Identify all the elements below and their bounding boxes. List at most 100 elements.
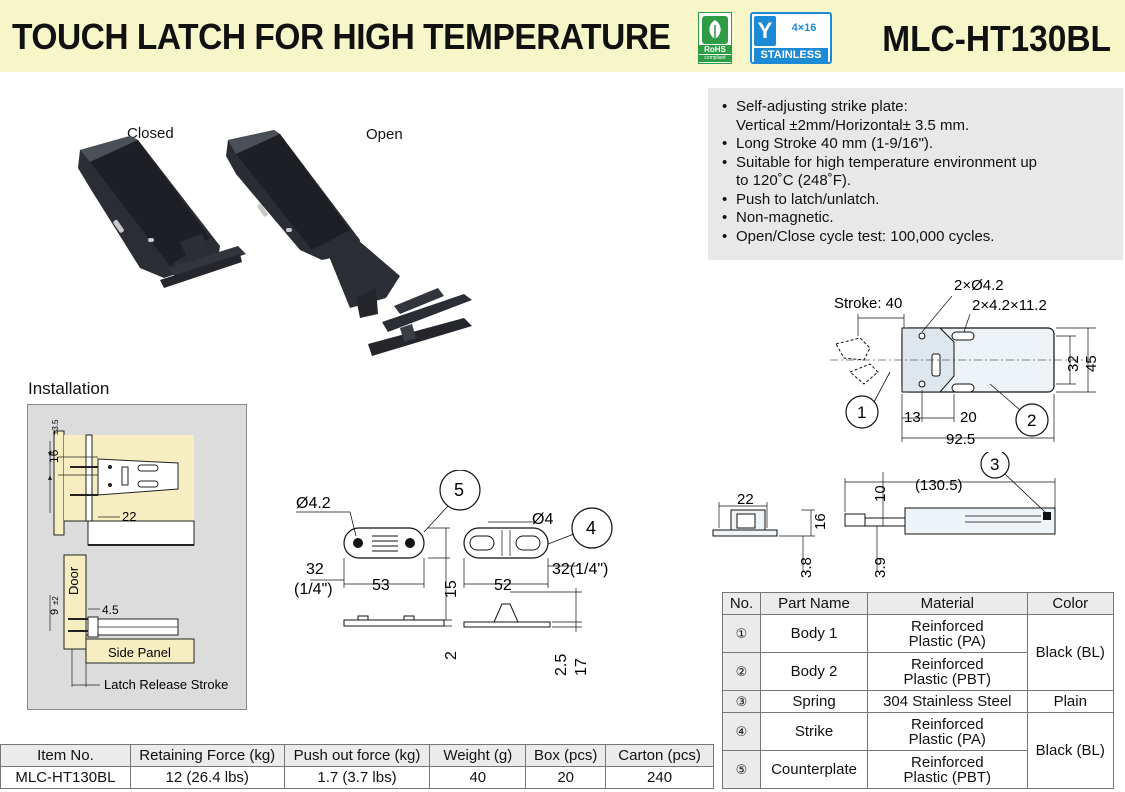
feature-item: Self-adjusting strike plate:Vertical ±2m… [722, 98, 1123, 135]
main-dim-20: 20 [960, 409, 977, 426]
stainless-label: STAINLESS [754, 48, 828, 62]
strike-dim-32: 32(1/4") [552, 561, 608, 578]
install-dim-22: 22 [122, 509, 136, 524]
stainless-badge: Y 4×16 STAINLESS [750, 12, 832, 64]
parts-table: No. Part Name Material Color ① Body 1 Re… [722, 592, 1115, 789]
part-name: Spring [759, 690, 869, 713]
header-band: TOUCH LATCH FOR HIGH TEMPERATURE RoHS co… [0, 0, 1125, 72]
col-push-out-force: Push out force (kg) [283, 744, 431, 767]
strike-dim-17: 17 [573, 658, 590, 676]
side-dim-130-5: (130.5) [915, 477, 963, 494]
col-carton: Carton (pcs) [605, 744, 714, 767]
feature-item: Open/Close cycle test: 100,000 cycles. [722, 228, 1123, 247]
part-name: Counterplate [759, 750, 869, 789]
main-dim-32: 32 [1065, 355, 1082, 372]
part-no: ① [722, 614, 761, 653]
install-release-label: Latch Release Stroke [104, 677, 228, 692]
main-dim-13: 13 [904, 409, 921, 426]
installation-drawing: 16 ±3.5 22 Door Side Panel 9 ±2 4.5 Latc… [47, 419, 228, 692]
installation-title: Installation [28, 379, 110, 398]
installation-diagram: 16 ±3.5 22 Door Side Panel 9 ±2 4.5 Latc… [27, 404, 247, 710]
balloon-1: 1 [857, 403, 866, 422]
col-color: Color [1026, 592, 1115, 615]
balloon-3: 3 [990, 455, 999, 474]
col-material: Material [867, 592, 1028, 615]
items-table-header: Item No. Retaining Force (kg) Push out f… [0, 744, 714, 767]
parts-table-header: No. Part Name Material Color [722, 592, 1115, 615]
col-no: No. [722, 592, 761, 615]
part-no: ④ [722, 712, 761, 751]
col-retaining-force: Retaining Force (kg) [129, 744, 285, 767]
push-out-force: 1.7 (3.7 lbs) [283, 766, 431, 789]
stainless-size: 4×16 [791, 22, 817, 34]
part-material: 304 Stainless Steel [867, 690, 1028, 713]
feature-item: Suitable for high temperature environmen… [722, 154, 1123, 191]
box-qty: 20 [525, 766, 607, 789]
counterplate-dim-53: 53 [372, 577, 390, 594]
feature-list: Self-adjusting strike plate:Vertical ±2m… [722, 98, 1123, 246]
main-holes-label: 2×Ø4.2 [954, 277, 1004, 294]
main-stroke-label: Stroke: 40 [834, 295, 902, 312]
rohs-label: RoHS [699, 45, 731, 54]
col-part-name: Part Name [759, 592, 869, 615]
install-dim-9: 9 [49, 609, 61, 615]
counterplate-strike-drawing: Ø4.2 53 32 (1/4") 15 5 2 Ø4 52 32(1/4") … [294, 470, 613, 676]
item-no: MLC-HT130BL [0, 766, 131, 789]
screw-icon: Y [754, 16, 776, 46]
latch-top-drawing: Stroke: 40 2×Ø4.2 2×4.2×11.2 32 45 13 20… [830, 277, 1100, 448]
strike-dim-2-5: 2.5 [553, 654, 570, 676]
retaining-force: 12 (26.4 lbs) [129, 766, 285, 789]
leaf-icon [702, 16, 728, 44]
side-dim-22: 22 [737, 491, 754, 508]
items-table: Item No. Retaining Force (kg) Push out f… [0, 744, 714, 789]
install-dim-4-5: 4.5 [102, 603, 119, 617]
col-item-no: Item No. [0, 744, 131, 767]
part-color: Black (BL) [1026, 614, 1115, 691]
main-dim-92-5: 92.5 [946, 431, 975, 448]
counterplate-dim-1-4: (1/4") [294, 581, 333, 598]
feature-item: Push to latch/unlatch. [722, 191, 1123, 210]
strike-dim-52: 52 [494, 577, 512, 594]
part-no: ⑤ [722, 750, 761, 789]
part-no: ③ [722, 690, 761, 713]
install-side-panel-label: Side Panel [108, 645, 171, 660]
balloon-2: 2 [1027, 411, 1036, 430]
product-photo [78, 130, 472, 356]
counterplate-dia: Ø4.2 [296, 495, 331, 512]
counterplate-dim-2: 2 [443, 651, 460, 660]
side-dim-10: 10 [872, 485, 889, 502]
part-color: Plain [1026, 690, 1115, 713]
main-slots-label: 2×4.2×11.2 [972, 297, 1047, 314]
feature-item: Non-magnetic. [722, 209, 1123, 228]
page-title: TOUCH LATCH FOR HIGH TEMPERATURE [12, 16, 671, 57]
model-number: MLC-HT130BL [882, 18, 1111, 59]
table-row: ③ Spring 304 Stainless Steel Plain [722, 690, 1115, 713]
side-dim-16: 16 [812, 513, 829, 530]
part-no: ② [722, 652, 761, 691]
latch-side-drawing: 22 16 3.8 (130.5) 10 3.9 3 [712, 452, 1056, 578]
features-box: Self-adjusting strike plate:Vertical ±2m… [708, 88, 1123, 260]
install-door-label: Door [66, 566, 81, 595]
install-dim-16: 16 [47, 449, 61, 463]
part-name: Body 1 [759, 614, 869, 653]
col-weight: Weight (g) [429, 744, 527, 767]
table-row: MLC-HT130BL 12 (26.4 lbs) 1.7 (3.7 lbs) … [0, 766, 714, 789]
col-box: Box (pcs) [525, 744, 607, 767]
weight: 40 [429, 766, 527, 789]
install-dim-16-tol: ±3.5 [51, 419, 60, 435]
rohs-sub-label: compliant [699, 55, 731, 62]
side-dim-3-9: 3.9 [872, 557, 889, 578]
balloon-4: 4 [586, 518, 596, 538]
strike-dia: Ø4 [532, 511, 553, 528]
part-name: Strike [759, 712, 869, 751]
open-latch-image [226, 130, 472, 356]
rohs-badge: RoHS compliant [698, 12, 732, 64]
